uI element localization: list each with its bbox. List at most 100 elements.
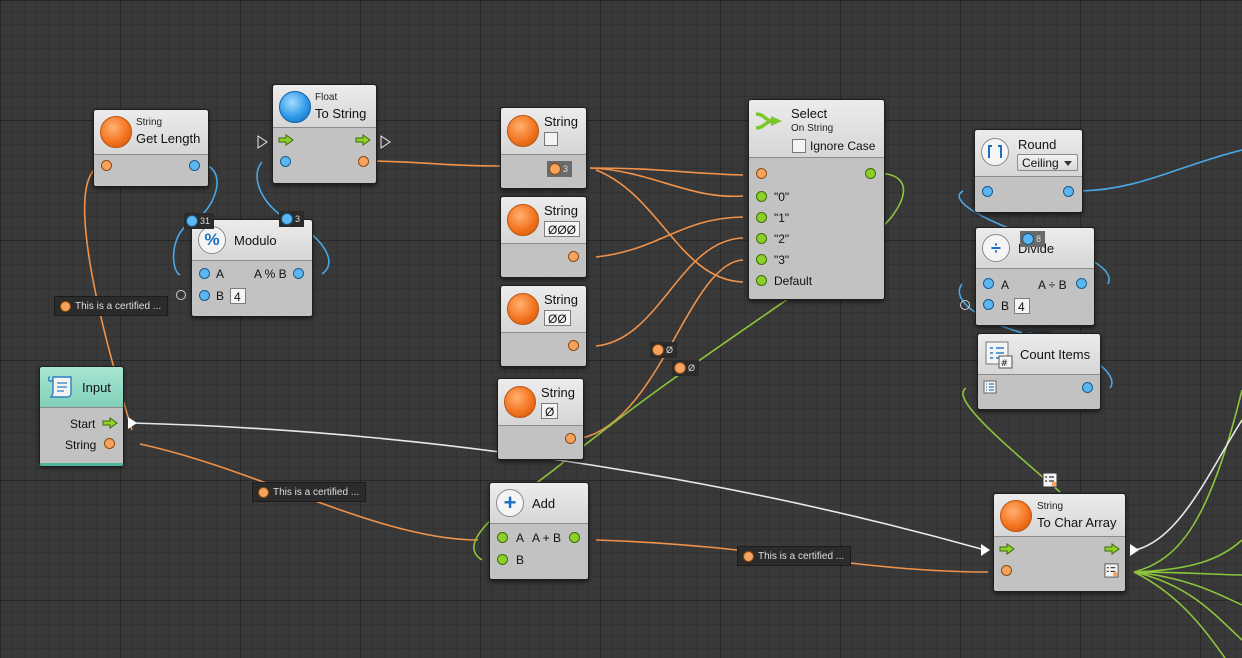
- string-value-field[interactable]: ØØØ: [544, 221, 581, 237]
- node-string-0[interactable]: String Ø: [497, 378, 584, 460]
- node-string-empty[interactable]: String: [500, 107, 587, 189]
- case-port[interactable]: [756, 212, 767, 223]
- input-port-b[interactable]: [497, 554, 508, 565]
- input-port-a[interactable]: [983, 278, 994, 289]
- node-add[interactable]: + Add A A + B B: [489, 482, 589, 580]
- node-title: Input: [82, 380, 111, 395]
- b-value-field[interactable]: 4: [1014, 298, 1030, 314]
- case-label: "0": [774, 190, 790, 204]
- input-port[interactable]: [101, 160, 112, 171]
- input-port-a[interactable]: [199, 268, 210, 279]
- string-node-icon: [1000, 500, 1032, 532]
- output-port[interactable]: [1082, 382, 1093, 393]
- node-select[interactable]: Select On String Ignore Case "0" "1" "2"…: [748, 99, 885, 300]
- output-port[interactable]: [189, 160, 200, 171]
- value-chip: 31: [184, 213, 215, 229]
- output-port[interactable]: [1063, 186, 1074, 197]
- flow-out-arrow-icon[interactable]: [102, 417, 118, 429]
- wire-to-string-to-select: [361, 160, 744, 176]
- flow-out-arrow-icon[interactable]: [355, 134, 371, 146]
- case-port[interactable]: [756, 233, 767, 244]
- node-string-000[interactable]: String ØØØ: [500, 196, 587, 278]
- input-port[interactable]: [280, 156, 291, 167]
- node-title: Get Length: [136, 131, 201, 146]
- flow-output-triangle-icon[interactable]: [127, 416, 139, 430]
- flow-input-triangle-icon[interactable]: [257, 135, 269, 149]
- divide-icon: ÷: [982, 234, 1010, 262]
- string-value-field[interactable]: [544, 132, 558, 146]
- node-subtitle: String: [136, 117, 163, 128]
- list-output-port-icon[interactable]: [1104, 563, 1119, 578]
- list-input-port-icon[interactable]: [983, 380, 997, 394]
- wire-000-to-case-1: [595, 216, 744, 258]
- output-port[interactable]: [1076, 278, 1087, 289]
- string-node-icon: [507, 293, 539, 325]
- flow-output-triangle-icon[interactable]: [380, 135, 392, 149]
- input-port-a[interactable]: [497, 532, 508, 543]
- flow-out-arrow-icon[interactable]: [1104, 543, 1120, 555]
- port-label-a: A: [216, 267, 225, 281]
- unconnected-port[interactable]: [176, 290, 186, 300]
- node-round[interactable]: Round Ceiling: [974, 129, 1083, 213]
- port-label-b: B: [516, 553, 525, 567]
- output-port[interactable]: [568, 251, 579, 262]
- node-title: String: [544, 292, 578, 307]
- b-value-field[interactable]: 4: [230, 288, 246, 304]
- case-port[interactable]: [756, 254, 767, 265]
- input-port-string[interactable]: [1001, 565, 1012, 576]
- case-label: "2": [774, 232, 790, 246]
- value-chip: Ø: [672, 360, 700, 376]
- node-title: String: [544, 203, 578, 218]
- unconnected-port[interactable]: [960, 300, 970, 310]
- node-title: Select: [791, 106, 828, 121]
- certified-tooltip: This is a certified ...: [737, 546, 852, 566]
- output-port[interactable]: [565, 433, 576, 444]
- port-label-a: A: [516, 531, 525, 545]
- node-to-char-array[interactable]: String To Char Array: [993, 493, 1126, 592]
- flow-in-arrow-icon[interactable]: [278, 134, 294, 146]
- case-label: "1": [774, 211, 790, 225]
- value-chip: Ø: [650, 342, 678, 358]
- node-subtitle: String: [1037, 501, 1064, 512]
- certified-tooltip: This is a certified ...: [54, 296, 169, 316]
- output-port[interactable]: [568, 340, 579, 351]
- flow-in-arrow-icon[interactable]: [999, 543, 1015, 555]
- ignore-case-checkbox[interactable]: [792, 139, 806, 153]
- default-port[interactable]: [756, 275, 767, 286]
- node-title: Modulo: [234, 233, 277, 248]
- node-title: String: [541, 385, 575, 400]
- percent-icon: %: [198, 226, 226, 254]
- select-branch-icon: [755, 112, 782, 130]
- string-node-icon: [504, 386, 536, 418]
- node-input[interactable]: Input Start String: [39, 366, 124, 466]
- input-port-b[interactable]: [199, 290, 210, 301]
- flow-input-triangle-icon[interactable]: [980, 543, 992, 557]
- node-float-to-string[interactable]: Float To String: [272, 84, 377, 184]
- output-port-string[interactable]: [104, 438, 115, 449]
- input-port[interactable]: [982, 186, 993, 197]
- input-port-string[interactable]: [756, 168, 767, 179]
- string-value-field[interactable]: ØØ: [544, 310, 571, 326]
- output-port[interactable]: [569, 532, 580, 543]
- float-node-icon: [279, 91, 311, 123]
- ignore-case-label: Ignore Case: [810, 139, 876, 153]
- node-title: String: [544, 114, 578, 129]
- output-port[interactable]: [293, 268, 304, 279]
- case-port[interactable]: [756, 191, 767, 202]
- string-node-icon: [100, 116, 132, 148]
- node-string-00[interactable]: String ØØ: [500, 285, 587, 367]
- output-port[interactable]: [865, 168, 876, 179]
- wire-00-to-case-2: [595, 237, 744, 347]
- node-modulo[interactable]: % Modulo A A % B B 4: [191, 219, 313, 317]
- port-label-start: Start: [70, 417, 96, 431]
- node-get-length[interactable]: String Get Length: [93, 109, 209, 187]
- svg-text:#: #: [1001, 359, 1009, 369]
- output-port[interactable]: [358, 156, 369, 167]
- input-port-b[interactable]: [983, 299, 994, 310]
- rounding-mode-dropdown[interactable]: Ceiling: [1017, 154, 1078, 171]
- string-value-field[interactable]: Ø: [541, 403, 559, 419]
- node-title: To Char Array: [1037, 515, 1117, 530]
- flow-output-triangle-icon[interactable]: [1129, 543, 1141, 557]
- port-label-output: A ÷ B: [1038, 278, 1067, 292]
- node-count-items[interactable]: # Count Items: [977, 333, 1101, 410]
